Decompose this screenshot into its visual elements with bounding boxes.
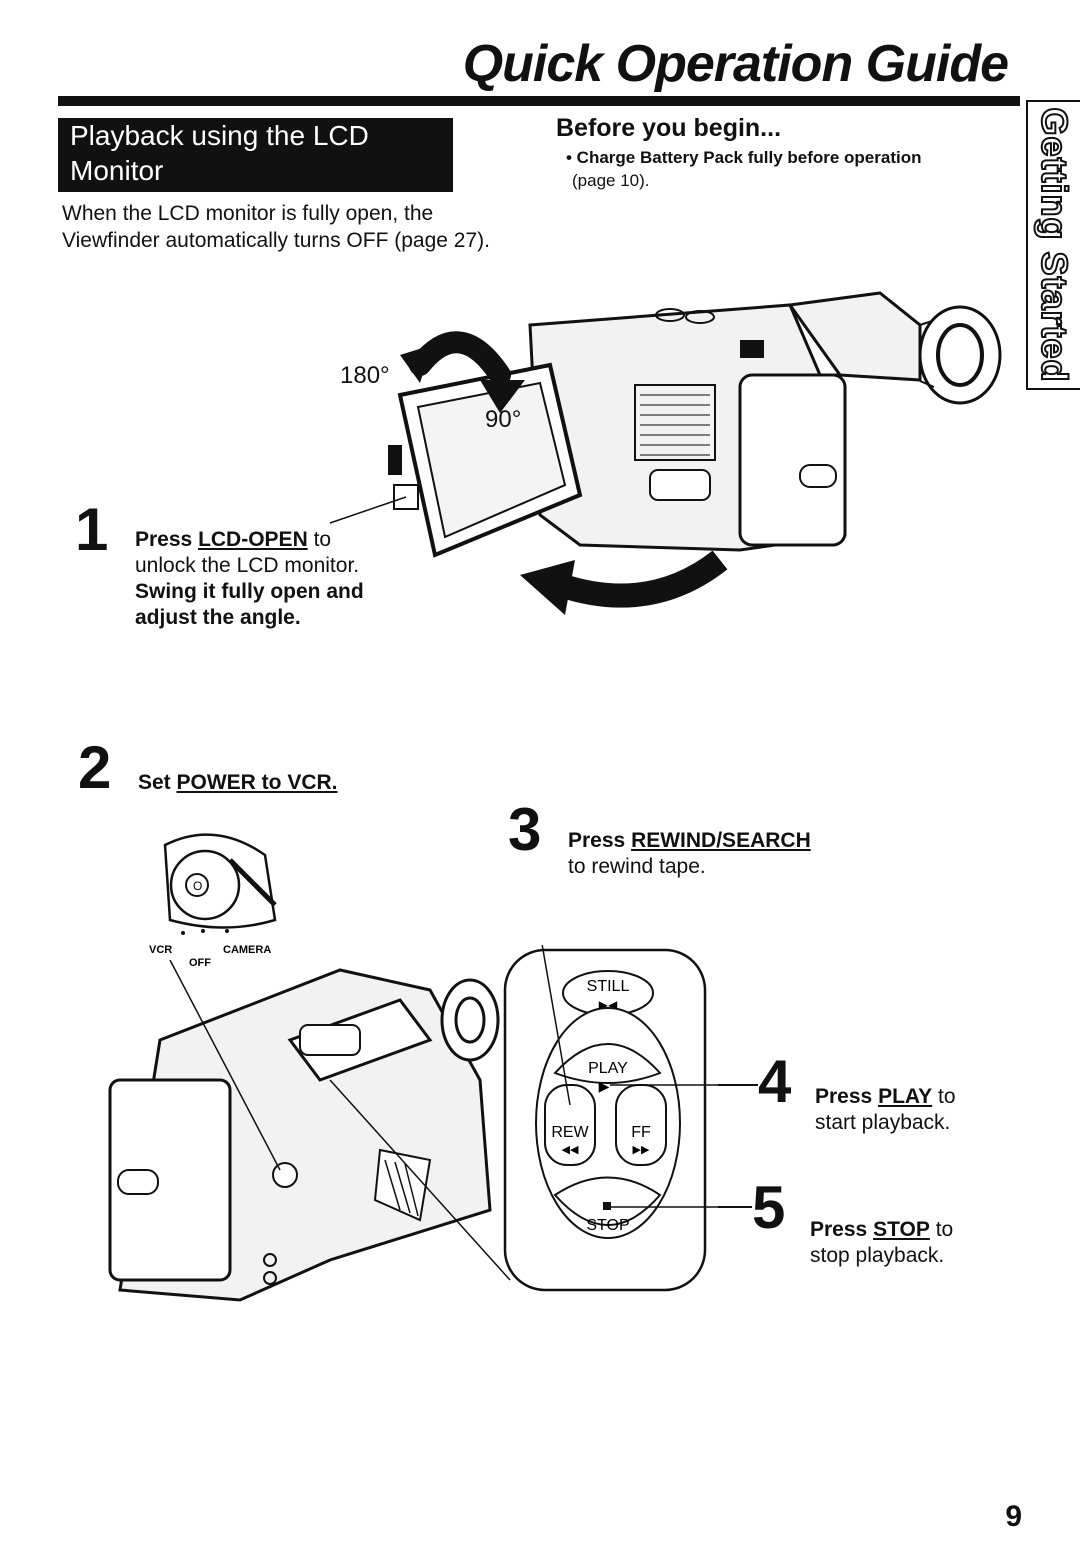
step1-number: 1 — [75, 496, 109, 563]
ff-label: FF — [631, 1124, 651, 1141]
step4-text: Press PLAY to start playback. — [815, 1084, 956, 1136]
step2-text: Set POWER to VCR. — [138, 770, 338, 796]
step5-text: Press STOP to stop playback. — [810, 1217, 953, 1269]
title-rule — [58, 96, 1020, 106]
step1-to: to — [307, 528, 332, 551]
side-tab: Getting Started — [1026, 100, 1080, 390]
battery-pack — [738, 373, 847, 547]
svg-text:◀◀: ◀◀ — [562, 1144, 579, 1156]
power-to-vcr-label: POWER to VCR. — [176, 771, 338, 794]
vcr-position-label: VCR — [149, 944, 172, 956]
step4-to: to — [932, 1085, 956, 1108]
section-heading-line1: Playback using the LCD — [70, 120, 369, 151]
step5-number: 5 — [752, 1174, 786, 1241]
page-title: Quick Operation Guide — [462, 35, 1009, 93]
step5-to: to — [929, 1218, 954, 1241]
angle-90-label: 90° — [485, 406, 521, 433]
intro-text: When the LCD monitor is fully open, the … — [62, 200, 582, 254]
step5-press: Press — [810, 1218, 874, 1241]
section-heading: Playback using the LCD Monitor — [58, 118, 453, 192]
section-heading-line2: Monitor — [70, 155, 164, 186]
before-body: • Charge Battery Pack fully before opera… — [566, 146, 996, 192]
intro-line1: When the LCD monitor is fully open, the — [62, 202, 434, 225]
step4-press: Press — [815, 1085, 879, 1108]
camcorder-rear-illustration — [108, 960, 511, 1302]
play-button — [553, 1043, 662, 1084]
play-label: PLAY — [588, 1060, 628, 1077]
viewfinder-eyecup — [440, 978, 500, 1062]
rew-label: REW — [551, 1124, 589, 1141]
svg-text:▶▶: ▶▶ — [633, 1144, 650, 1156]
svg-text:▶: ▶ — [599, 1078, 610, 1094]
before-heading: Before you begin... — [556, 114, 782, 142]
step3-text: Press REWIND/SEARCH to rewind tape. — [568, 828, 811, 880]
still-label: STILL — [587, 978, 630, 995]
step1-press: Press — [135, 528, 199, 551]
camera-position-label: CAMERA — [223, 944, 271, 956]
angle-180-label: 180° — [340, 362, 390, 389]
side-tab-label: Getting Started — [1033, 106, 1076, 383]
stop-label: STOP — [586, 1217, 629, 1234]
svg-text:O: O — [193, 879, 202, 893]
stop-button-label: STOP — [873, 1218, 930, 1241]
play-button-label: PLAY — [878, 1085, 933, 1108]
step4-number: 4 — [758, 1048, 792, 1115]
lcd-open-label: LCD-OPEN — [198, 528, 308, 551]
step2-number: 2 — [78, 734, 112, 801]
step5-line2: stop playback. — [810, 1244, 945, 1267]
step2-set: Set — [138, 771, 177, 794]
step1-text: Press LCD-OPEN to unlock the LCD monitor… — [135, 527, 435, 631]
step3-line2: to rewind tape. — [568, 855, 706, 878]
control-panel-callout: STILL ▶◀ PLAY ▶ REW ◀◀ FF ▶▶ STOP — [503, 945, 720, 1292]
off-position-label: OFF — [189, 957, 211, 969]
step1-line4: adjust the angle. — [135, 606, 301, 629]
before-page-ref: (page 10). — [572, 171, 650, 190]
rew-button — [544, 1084, 596, 1166]
step4-leader — [718, 1084, 758, 1086]
rewind-search-label: REWIND/SEARCH — [631, 829, 811, 852]
camcorder-lcd-illustration: 180° 90° — [329, 291, 1002, 615]
power-dial — [169, 849, 241, 921]
stop-button — [553, 1176, 662, 1226]
eyecup — [918, 305, 1002, 405]
step4-line2: start playback. — [815, 1111, 951, 1134]
intro-line2: Viewfinder automatically turns OFF (page… — [62, 229, 490, 252]
step3-press: Press — [568, 829, 632, 852]
step3-number: 3 — [508, 796, 542, 863]
before-bullet: • Charge Battery Pack fully before opera… — [566, 148, 922, 167]
page-number: 9 — [1005, 1500, 1022, 1533]
step5-leader — [718, 1206, 752, 1208]
battery-pack-rear — [108, 1078, 232, 1282]
step1-line3: Swing it fully open and — [135, 580, 364, 603]
step1-line2: unlock the LCD monitor. — [135, 554, 360, 577]
power-switch-illustration: O VCR OFF CAMERA — [149, 833, 277, 969]
